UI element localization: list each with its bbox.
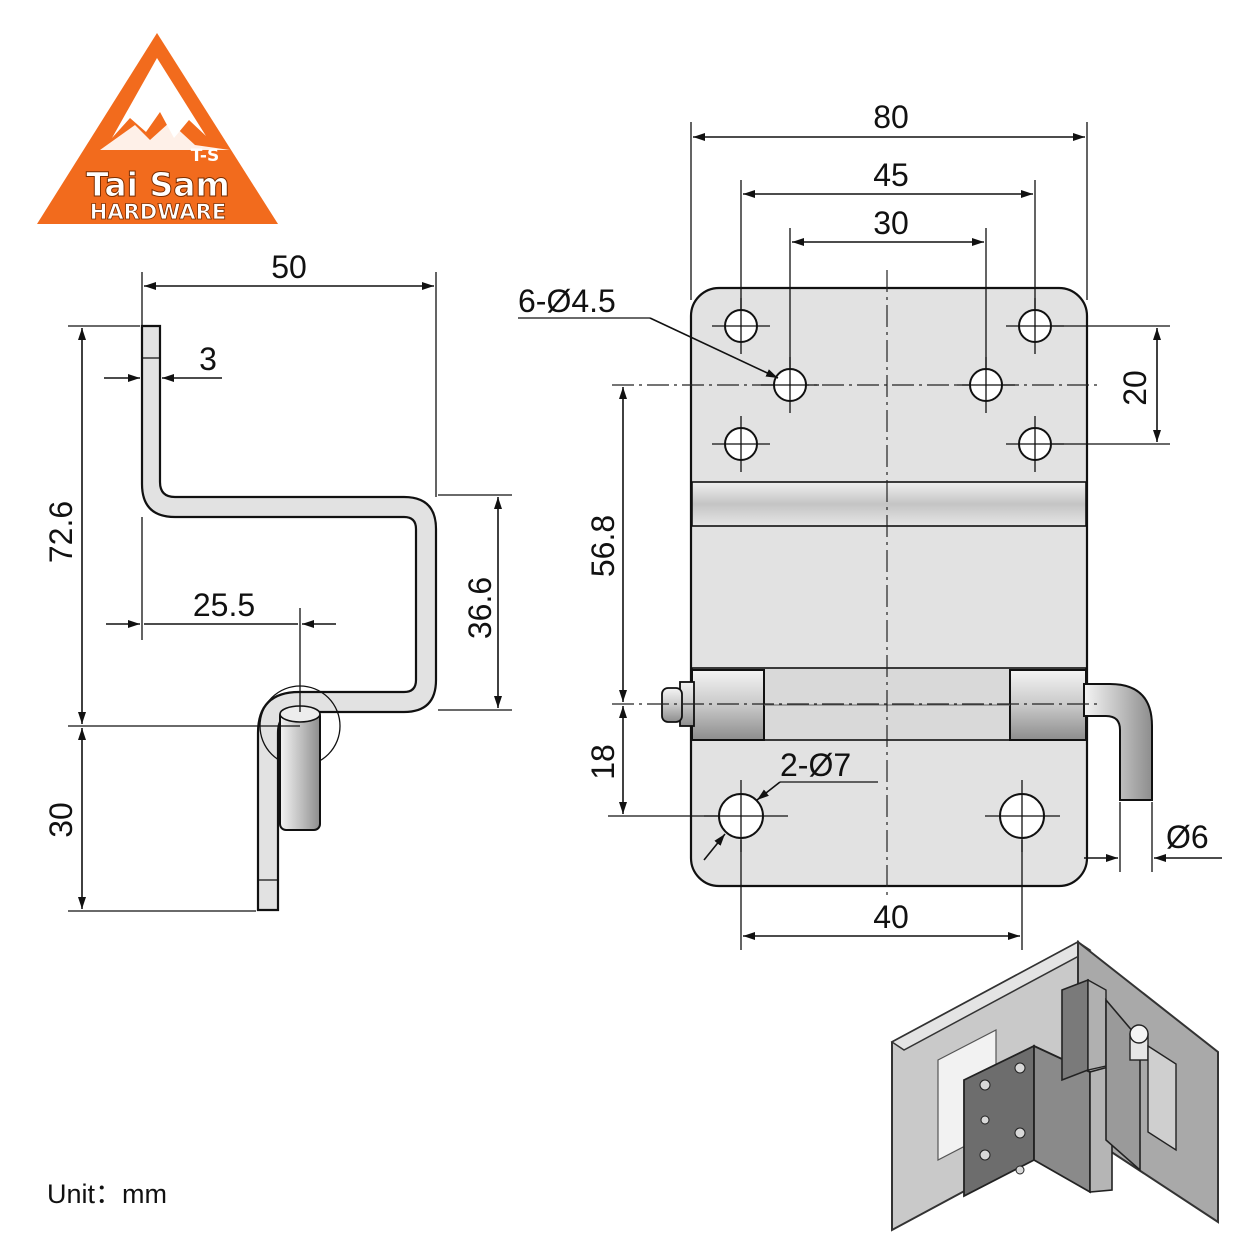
knuckle-right <box>1009 669 1087 741</box>
note-lower-holes: 2-Ø7 <box>780 747 851 783</box>
mountain-snow-icon <box>112 58 206 138</box>
dim-side-offset-height: 36.6 <box>462 577 498 639</box>
dim-lower-hole-spacing: 40 <box>873 899 909 935</box>
dim-outer-hole-spacing: 45 <box>873 157 909 193</box>
logo-brand-sub: HARDWARE <box>90 200 226 224</box>
dim-overall-width: 80 <box>873 99 909 135</box>
lower-holes <box>704 780 1060 852</box>
isometric-render <box>890 939 1219 1232</box>
logo-brand-top: T-S <box>191 146 219 166</box>
dim-side-pin-offset: 25.5 <box>193 587 255 623</box>
knuckle-left <box>691 669 765 741</box>
taisam-logo: T-S Tai Sam HARDWARE <box>37 33 278 224</box>
side-profile-strip <box>140 324 438 912</box>
dim-side-width: 50 <box>271 249 307 285</box>
dim-side-total-height: 72.6 <box>43 501 79 563</box>
dim-side-thickness: 3 <box>199 341 217 377</box>
unit-label: Unit：mm <box>47 1179 167 1209</box>
dim-side-lower-height: 30 <box>43 802 79 838</box>
dim-pin-diameter: Ø6 <box>1166 819 1209 855</box>
dim-hinge-axis-distance: 56.8 <box>585 515 621 577</box>
side-view: 50 3 72.6 36.6 25.5 30 <box>43 249 512 912</box>
upper-bend-band <box>691 481 1087 527</box>
side-hinge-pin <box>279 709 321 831</box>
pin-stub-left <box>661 687 683 723</box>
front-view: 80 45 30 6-Ø4.5 20 56.8 18 2-Ø7 <box>518 99 1222 950</box>
note-upper-holes: 6-Ø4.5 <box>518 283 616 319</box>
dim-inner-hole-spacing: 30 <box>873 205 909 241</box>
dim-vertical-hole-spacing: 20 <box>1117 370 1153 406</box>
logo-brand-name: Tai Sam <box>86 165 230 204</box>
l-shaped-pin <box>1083 683 1153 801</box>
dim-lower-hole-distance: 18 <box>585 744 621 780</box>
